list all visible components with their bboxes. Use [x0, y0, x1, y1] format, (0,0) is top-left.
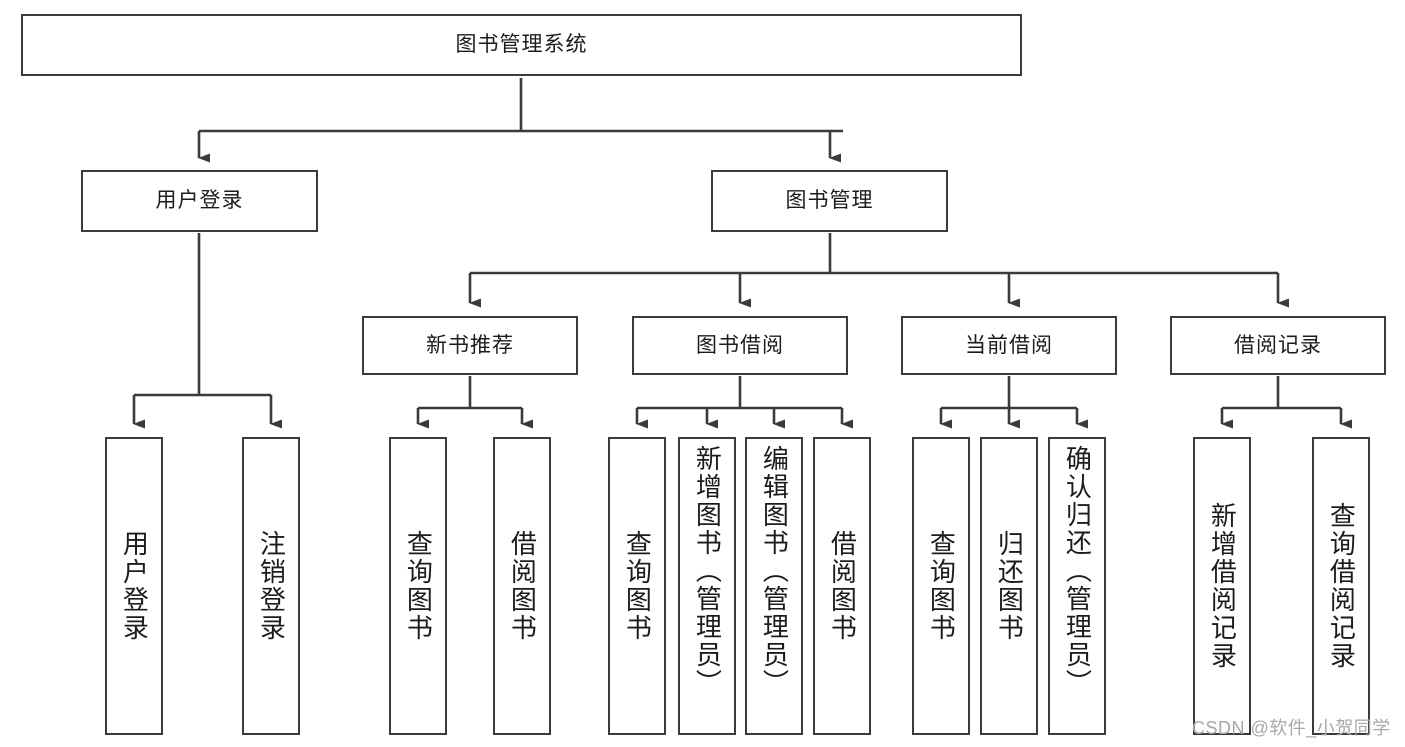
node-label: 用户登录 — [119, 530, 150, 642]
node-label: 图书管理系统 — [455, 33, 588, 57]
csdn-watermark: CSDN @软件_小贺同学 — [1192, 718, 1391, 738]
leaf-current-confirm-return[interactable]: 确认归还（管理员） — [1048, 437, 1106, 735]
node-label: 归还图书 — [994, 530, 1025, 642]
leaf-record-query[interactable]: 查询借阅记录 — [1312, 437, 1370, 735]
leaf-borrow-add-book[interactable]: 新增图书（管理员） — [678, 437, 736, 735]
node-label: 查询图书 — [403, 530, 434, 642]
leaf-current-query-book[interactable]: 查询图书 — [912, 437, 970, 735]
leaf-user-login-login[interactable]: 用户登录 — [105, 437, 163, 735]
node-root-system[interactable]: 图书管理系统 — [21, 14, 1022, 76]
leaf-new-book-borrow[interactable]: 借阅图书 — [493, 437, 551, 735]
node-label: 查询借阅记录 — [1326, 502, 1357, 670]
node-label: 编辑图书（管理员） — [759, 445, 790, 697]
node-label: 用户登录 — [155, 189, 244, 213]
leaf-borrow-borrow-book[interactable]: 借阅图书 — [813, 437, 871, 735]
node-label: 确认归还（管理员） — [1062, 445, 1093, 697]
node-label: 新书推荐 — [426, 333, 514, 357]
node-label: 新增图书（管理员） — [692, 445, 723, 697]
node-label: 图书管理 — [785, 189, 874, 213]
leaf-borrow-query-book[interactable]: 查询图书 — [608, 437, 666, 735]
node-label: 借阅图书 — [827, 530, 858, 642]
node-label: 图书借阅 — [696, 333, 784, 357]
node-label: 新增借阅记录 — [1207, 502, 1238, 670]
node-label: 当前借阅 — [965, 333, 1053, 357]
node-user-login[interactable]: 用户登录 — [81, 170, 318, 232]
leaf-borrow-edit-book[interactable]: 编辑图书（管理员） — [745, 437, 803, 735]
node-current-borrow[interactable]: 当前借阅 — [901, 316, 1117, 375]
node-label: 查询图书 — [622, 530, 653, 642]
leaf-new-book-query[interactable]: 查询图书 — [389, 437, 447, 735]
node-borrow-record[interactable]: 借阅记录 — [1170, 316, 1386, 375]
node-book-management[interactable]: 图书管理 — [711, 170, 948, 232]
node-new-book-recommend[interactable]: 新书推荐 — [362, 316, 578, 375]
leaf-record-add[interactable]: 新增借阅记录 — [1193, 437, 1251, 735]
node-label: 注销登录 — [256, 530, 287, 642]
node-label: 借阅记录 — [1234, 333, 1322, 357]
leaf-user-login-logout[interactable]: 注销登录 — [242, 437, 300, 735]
node-label: 借阅图书 — [507, 530, 538, 642]
node-book-borrow[interactable]: 图书借阅 — [632, 316, 848, 375]
node-label: 查询图书 — [926, 530, 957, 642]
leaf-current-return-book[interactable]: 归还图书 — [980, 437, 1038, 735]
